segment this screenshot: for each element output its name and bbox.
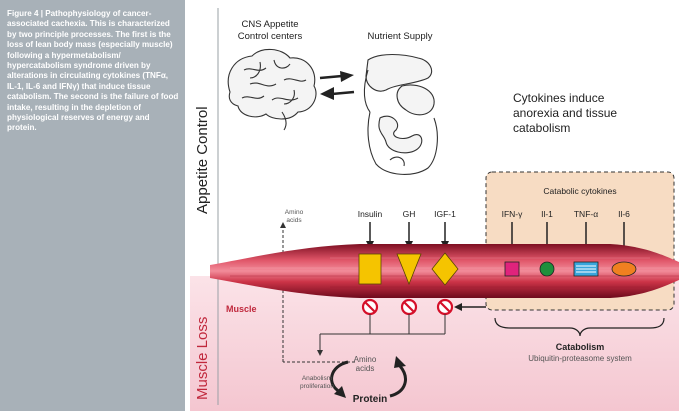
inhibit-icon-insulin (361, 298, 379, 316)
amino-top-label-2: acids (286, 217, 302, 224)
gh-label: GH (403, 209, 416, 219)
amino-top-label-1: Amino (285, 209, 304, 216)
igf1-label: IGF-1 (434, 209, 456, 219)
protein-label: Protein (353, 394, 387, 405)
cytokines-label-2: anorexia and tissue (513, 106, 617, 120)
igf1-receptor (431, 252, 459, 286)
muscle-label: Muscle (226, 304, 257, 314)
cytokines-label-3: catabolism (513, 121, 570, 135)
arrow-to-brain (331, 90, 355, 96)
muscle-loss-label: Muscle Loss (194, 317, 211, 400)
ifn-label: IFN-γ (502, 209, 524, 219)
figure-label: Figure 4 | (7, 9, 43, 18)
cytokine-bracket (494, 317, 665, 337)
catabolic-cytokines-label: Catabolic cytokines (543, 186, 616, 196)
catabolism-curve-arrow (389, 365, 407, 398)
arrow-to-brain-head (320, 87, 334, 100)
tnf-label: TNF-α (574, 209, 598, 219)
ubiquitin-label: Ubiquitin-proteasome system (528, 354, 632, 363)
anabolism-label-1: Anabolism (302, 375, 332, 382)
cns-label-2: Control centers (238, 31, 303, 42)
appetite-control-label: Appetite Control (194, 106, 211, 214)
anabolism-curve-arrow (330, 360, 349, 394)
il1-label: Il-1 (541, 209, 553, 219)
gh-receptor (396, 253, 422, 286)
catabolism-label: Catabolism (556, 342, 605, 352)
nutrient-supply-label: Nutrient Supply (368, 31, 433, 42)
il6-receptor (611, 261, 637, 277)
arrow-to-gut (319, 74, 343, 80)
caption-text: Pathophysiology of cancer-associated cac… (7, 9, 179, 133)
cns-label-1: CNS Appetite (241, 19, 298, 30)
arrow-to-gut-head (340, 71, 354, 82)
diagram-panel: Appetite Control Muscle Loss CNS Appetit… (190, 0, 679, 411)
inhibit-icon-gh (400, 298, 418, 316)
insulin-receptor (358, 253, 382, 285)
amino-bottom-label-1: Amino (354, 355, 377, 364)
il1-receptor (539, 261, 555, 277)
cytokines-label-1: Cytokines induce (513, 91, 605, 105)
digestive-system-icon (363, 53, 438, 175)
ifn-receptor (504, 261, 520, 277)
figure-caption: Figure 4 | Pathophysiology of cancer-ass… (7, 9, 179, 134)
amino-bottom-label-2: acids (356, 364, 375, 373)
brain-icon (227, 48, 317, 131)
insulin-label: Insulin (358, 209, 383, 219)
il6-label: Il-6 (618, 209, 630, 219)
caption-sidebar: Figure 4 | Pathophysiology of cancer-ass… (0, 0, 185, 411)
inhibit-icon-igf1 (436, 298, 454, 316)
anabolism-label-2: proliferation (300, 383, 334, 390)
cachexia-diagram: Appetite Control Muscle Loss CNS Appetit… (190, 8, 679, 411)
